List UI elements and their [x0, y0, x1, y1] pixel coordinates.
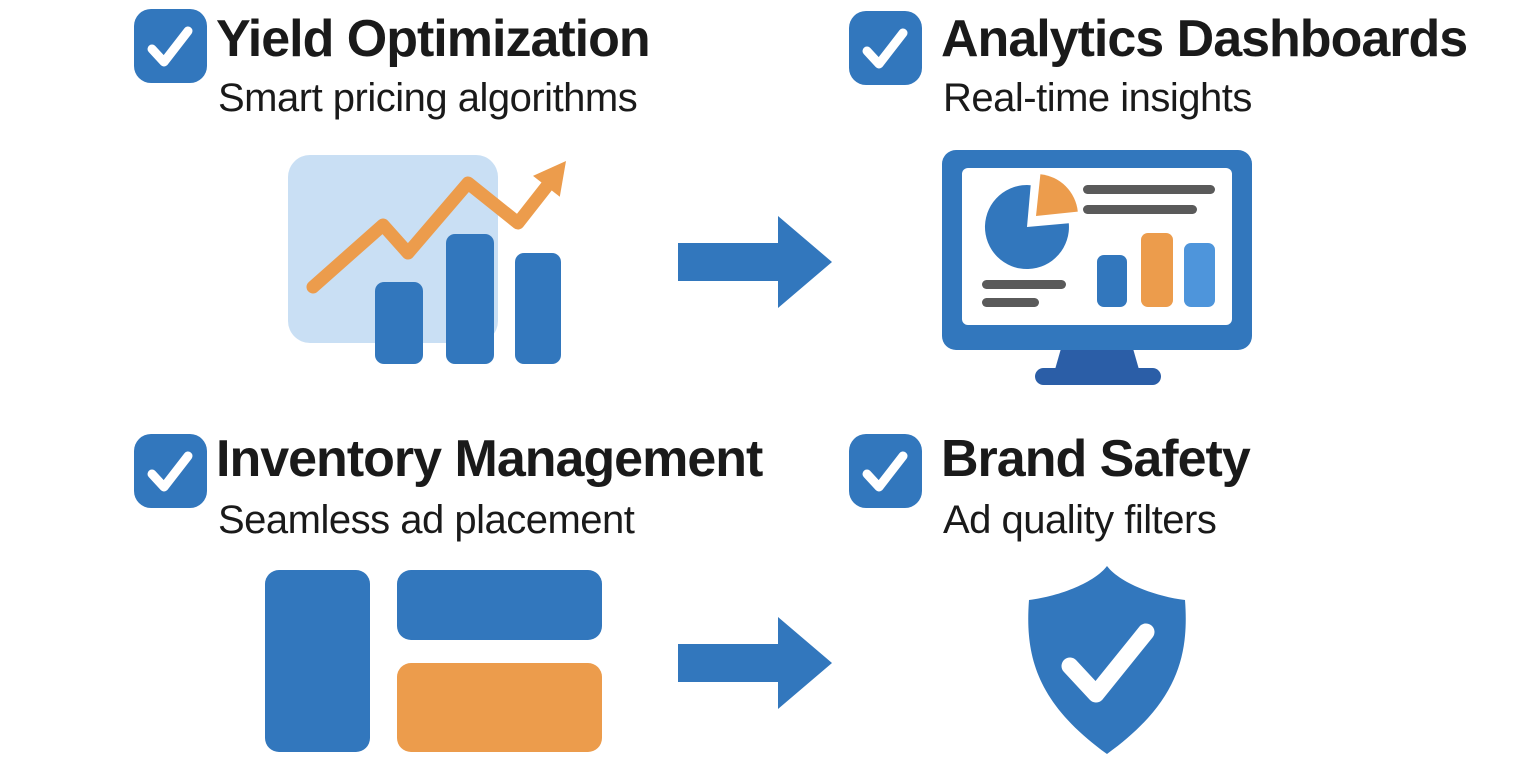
feature-subtitle: Ad quality filters	[943, 498, 1217, 542]
layout-blocks-icon	[265, 570, 602, 752]
checkbox-checked-icon	[849, 434, 922, 508]
arrow-right-icon	[678, 617, 832, 709]
feature-title: Yield Optimization	[216, 10, 651, 68]
checkbox-checked-icon	[134, 434, 207, 508]
checkbox-checked-icon	[849, 11, 922, 85]
feature-subtitle: Seamless ad placement	[218, 498, 635, 542]
shield-check-icon	[1028, 566, 1186, 754]
feature-title: Inventory Management	[216, 430, 763, 488]
dashboard-monitor-icon	[942, 150, 1252, 385]
bar-chart-trend-icon	[288, 155, 566, 364]
feature-title: Brand Safety	[941, 430, 1251, 488]
feature-subtitle: Real-time insights	[943, 76, 1252, 120]
arrow-right-icon	[678, 216, 832, 308]
feature-title: Analytics Dashboards	[941, 10, 1468, 68]
feature-subtitle: Smart pricing algorithms	[218, 76, 638, 120]
checkbox-checked-icon	[134, 9, 207, 83]
